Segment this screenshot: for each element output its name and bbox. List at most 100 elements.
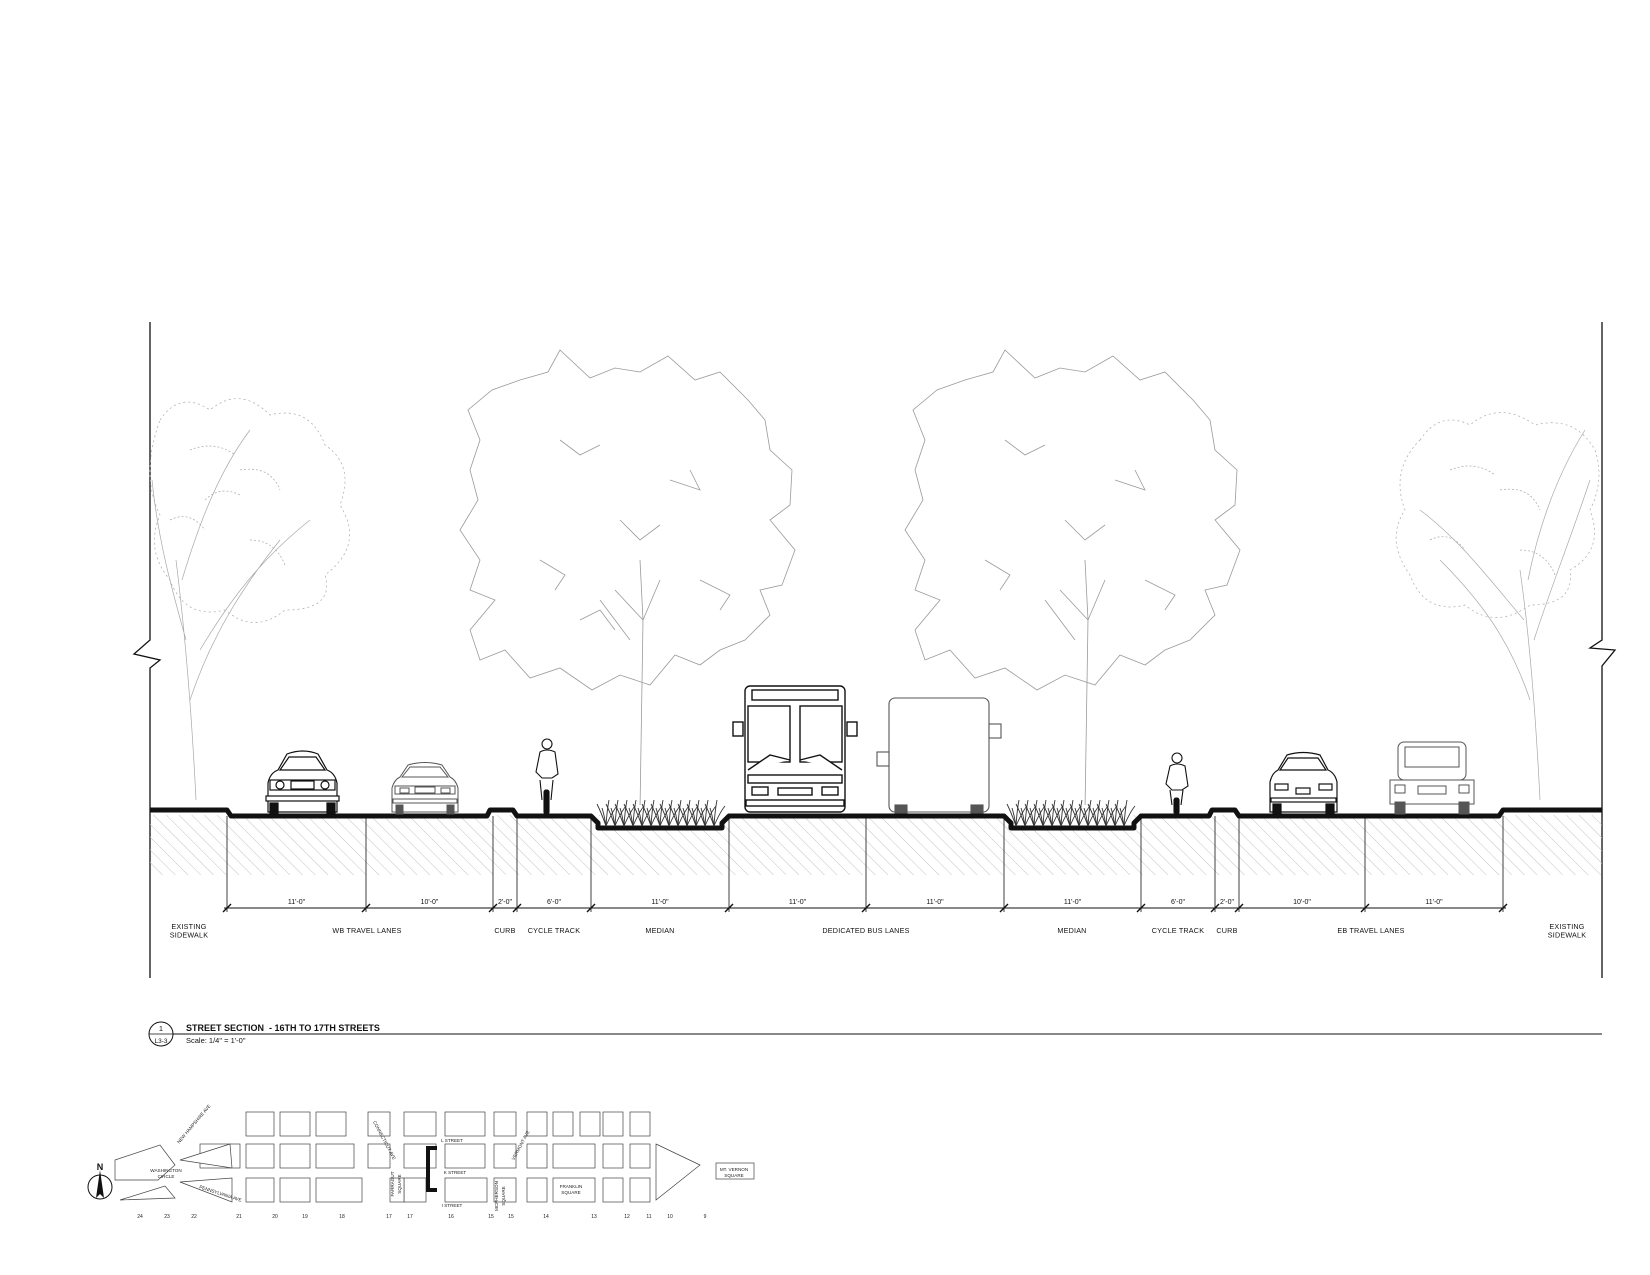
dimension-tick: [361, 903, 371, 913]
map-block: [552, 1143, 596, 1169]
zone-label-line: SIDEWALK: [170, 931, 208, 940]
dimension-label: 11'-0": [789, 899, 807, 906]
map-block: [119, 1185, 176, 1201]
dimension-label: 11'-0": [1064, 899, 1082, 906]
dimension-tick: [1498, 903, 1508, 913]
zone-label: EB TRAVEL LANES: [1337, 926, 1404, 935]
map-block: [715, 1162, 755, 1180]
street-number: 17: [407, 1214, 413, 1220]
key-map-blocks: [114, 1111, 755, 1203]
zone-label: DEDICATED BUS LANES: [822, 926, 909, 935]
bus-rear: [876, 697, 1002, 814]
street-number: 11: [646, 1214, 651, 1220]
zone-label-line: CURB: [1216, 926, 1237, 935]
dimension-label: 6'-0": [1171, 899, 1185, 906]
zone-label-line: EXISTING: [1549, 922, 1584, 931]
map-label: SQUARE: [501, 1186, 506, 1205]
zone-label-line: DEDICATED BUS LANES: [822, 926, 909, 935]
dimension-label: 11'-0": [1425, 899, 1443, 906]
sheet-number: L3-3: [154, 1038, 167, 1045]
street-profile: [150, 807, 1602, 831]
drawing-title: STREET SECTION - 16TH TO 17TH STREETS: [186, 1023, 380, 1033]
map-block: [245, 1177, 275, 1203]
median-planting-left: [596, 799, 726, 827]
map-label: WASHINGTON: [150, 1168, 181, 1173]
dimension-label: 6'-0": [547, 899, 561, 906]
map-block: [315, 1111, 347, 1137]
street-number: 21: [236, 1214, 242, 1220]
map-label: L STREET: [441, 1138, 463, 1143]
dimension-tick: [861, 903, 871, 913]
map-block: [444, 1143, 486, 1169]
map-block: [367, 1143, 391, 1169]
map-label: FRANKLIN: [560, 1184, 583, 1189]
dimension-label: 11'-0": [926, 899, 944, 906]
zone-label-line: WB TRAVEL LANES: [332, 926, 401, 935]
car-eb-lane-1: [1269, 751, 1338, 815]
street-number: 9: [704, 1214, 707, 1220]
street-number: 10: [667, 1214, 673, 1220]
dimension-labels: 11'-0"10'-0"2'-0"6'-0"11'-0"11'-0"11'-0"…: [288, 899, 1443, 906]
street-number: 12: [624, 1214, 630, 1220]
map-block: [179, 1177, 233, 1203]
map-block: [279, 1111, 311, 1137]
map-block: [493, 1111, 517, 1137]
map-block: [493, 1177, 517, 1203]
street-number: 13: [591, 1214, 597, 1220]
cyclist-left: [535, 738, 559, 815]
zone-label-line: MEDIAN: [645, 926, 674, 935]
dimension-label: 11'-0": [288, 899, 306, 906]
map-block: [403, 1111, 437, 1137]
map-label: SQUARE: [561, 1190, 580, 1195]
street-number: 17: [386, 1214, 392, 1220]
north-label: N: [97, 1162, 104, 1172]
tree-median-right: [904, 349, 1241, 811]
dimension-label: 10'-0": [421, 899, 439, 906]
tree-right-sidewalk: [1395, 412, 1600, 801]
detail-number: 1: [159, 1024, 163, 1033]
zone-label: CYCLE TRACK: [528, 926, 580, 935]
map-block: [655, 1143, 701, 1201]
street-number: 23: [164, 1214, 170, 1220]
map-label: CIRCLE: [158, 1174, 175, 1179]
map-label: MT. VERNON: [720, 1167, 748, 1172]
zone-label-line: MEDIAN: [1057, 926, 1086, 935]
map-block: [245, 1111, 275, 1137]
map-block: [403, 1177, 427, 1203]
map-block: [629, 1111, 651, 1137]
dimension-tick: [512, 903, 522, 913]
map-block: [629, 1143, 651, 1169]
map-block: [279, 1143, 311, 1169]
map-label: FARRAGUT: [390, 1171, 395, 1196]
zone-label-line: EXISTING: [171, 922, 206, 931]
key-map: NEW HAMPSHIRE AVEWASHINGTONCIRCLEPENNSYL…: [87, 1104, 755, 1220]
map-block: [526, 1177, 548, 1203]
zone-label: CYCLE TRACK: [1152, 926, 1204, 935]
map-block: [552, 1177, 596, 1203]
zone-label-line: CYCLE TRACK: [528, 926, 580, 935]
map-block: [315, 1177, 363, 1203]
dimension-tick: [1234, 903, 1244, 913]
map-block: [602, 1111, 624, 1137]
zone-label-line: EB TRAVEL LANES: [1337, 926, 1404, 935]
dimension-tick: [222, 903, 232, 913]
dimension-label: 10'-0": [1293, 899, 1311, 906]
car-wb-lane-1: [265, 750, 340, 815]
map-block: [629, 1177, 651, 1203]
dimension-tick: [488, 903, 498, 913]
map-block: [367, 1111, 391, 1137]
ground-hatch: [150, 815, 1602, 875]
zone-label: WB TRAVEL LANES: [332, 926, 401, 935]
map-label: NEW HAMPSHIRE AVE: [176, 1104, 211, 1145]
dimension-string: 11'-0"10'-0"2'-0"6'-0"11'-0"11'-0"11'-0"…: [222, 816, 1508, 913]
street-number: 20: [272, 1214, 278, 1220]
zone-label: CURB: [494, 926, 515, 935]
dimension-extension-lines: [222, 816, 1508, 913]
street-number: 16: [448, 1214, 454, 1220]
map-block: [279, 1177, 311, 1203]
map-block: [526, 1143, 548, 1169]
section-location-marker: [426, 1146, 437, 1192]
street-number: 24: [137, 1214, 143, 1220]
